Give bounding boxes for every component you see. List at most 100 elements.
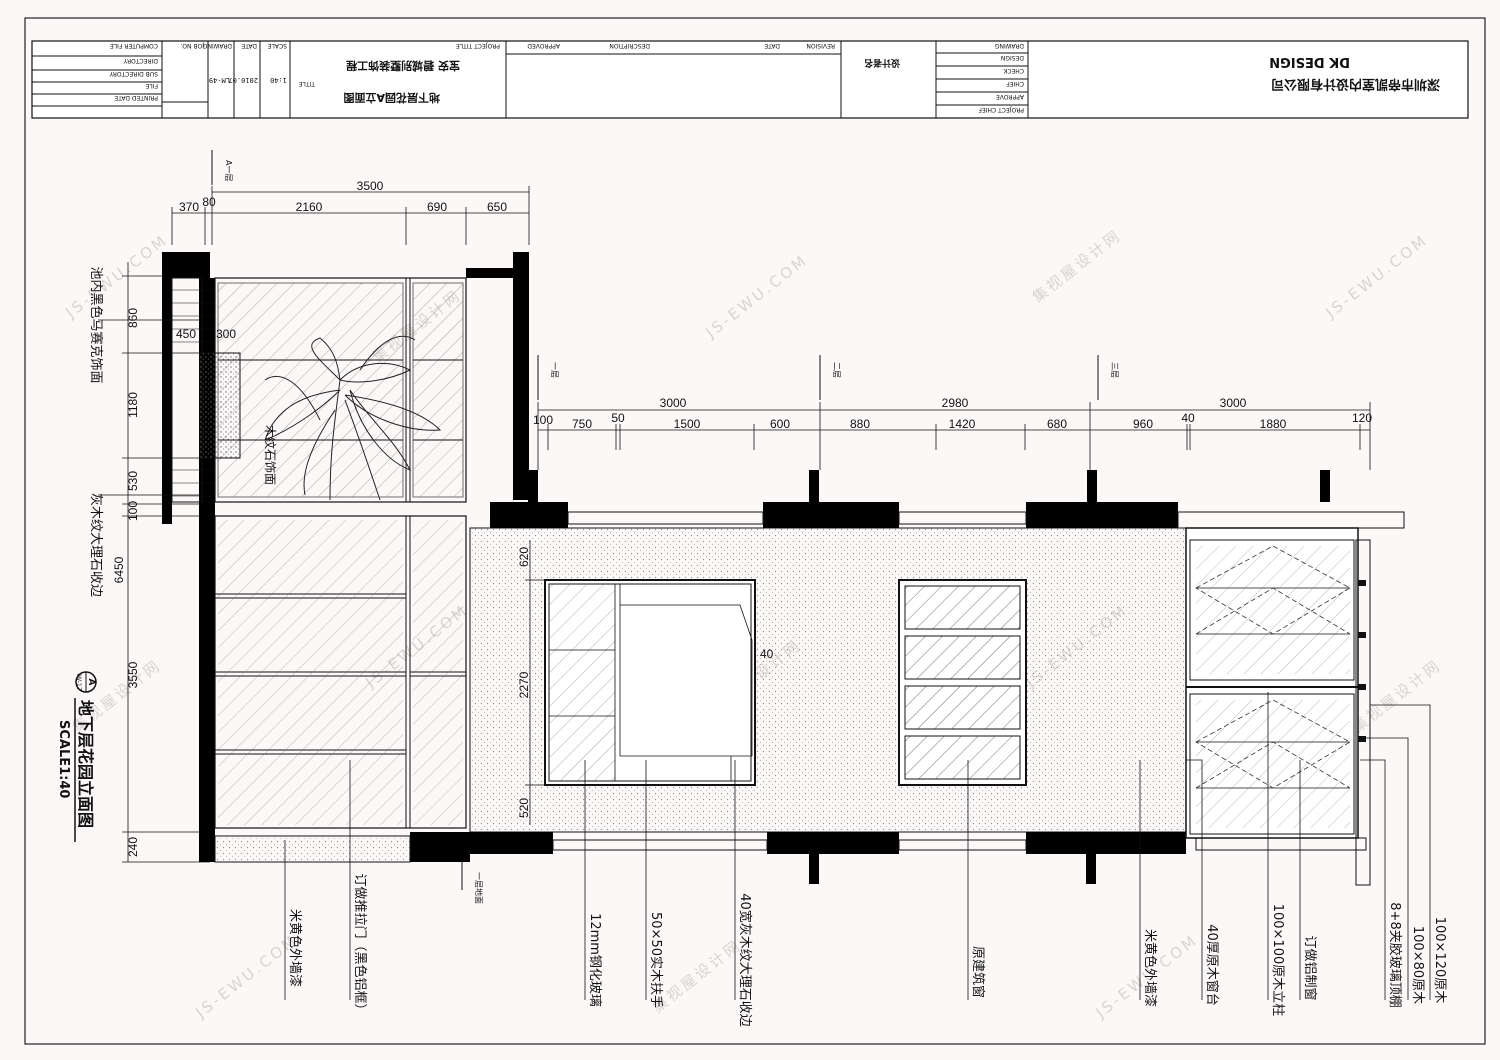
dim-80: 80 bbox=[202, 195, 216, 209]
dim-g3-1880: 1880 bbox=[1260, 417, 1287, 431]
bottom-label-11: 100×80原木 bbox=[1410, 926, 1425, 1004]
drawing-no-value: LM-49 bbox=[209, 76, 230, 84]
dim-g1-100: 100 bbox=[533, 413, 553, 427]
revision-label: REVISION bbox=[806, 42, 835, 49]
scale-value: 1:40 bbox=[270, 76, 287, 84]
caption-scale: SCALE1:40 bbox=[56, 720, 71, 798]
file-0: COMPUTER FILE bbox=[110, 42, 158, 49]
right-elevation: 3000 100 750 50 1500 600 2980 880 1420 6… bbox=[211, 150, 1405, 904]
project-name: 宝安 碧城别墅装饰工程 bbox=[346, 59, 460, 73]
bottom-label-6: 米黄色外墙漆 bbox=[1142, 929, 1158, 1007]
role-5: DRAWING bbox=[994, 42, 1024, 49]
dim-2160: 2160 bbox=[296, 200, 323, 214]
file-4: PRINTED DATE bbox=[114, 94, 158, 101]
dim-v-100: 100 bbox=[126, 501, 140, 521]
left-elevation: 3500 370 80 2160 690 650 860 1180 530 10… bbox=[112, 179, 530, 863]
side-label-marble: 灰木纹大理石收边 bbox=[88, 493, 103, 597]
role-4: DESIGN bbox=[1001, 54, 1024, 61]
role-3: CHECK bbox=[1002, 67, 1024, 74]
revision-date: DATE bbox=[764, 42, 780, 49]
role-2: CHIEF bbox=[1006, 80, 1024, 87]
dim-450: 450 bbox=[176, 327, 196, 341]
axis-tag-a: A一层 bbox=[224, 160, 233, 181]
job-no-label: JOB NO. bbox=[181, 42, 205, 49]
dim-group3-total: 3000 bbox=[1220, 396, 1247, 410]
bottom-label-9: 订做铝制窗 bbox=[1302, 935, 1318, 1000]
drawing-caption: A IW-17 地下层花园立面图 SCALE1:40 bbox=[56, 671, 97, 842]
bottom-label-4: 40宽灰木纹大理石收边 bbox=[737, 893, 753, 1027]
title-block: 深圳市帝凯室内设计有限公司 DK DESIGN PROJECT CHIEF AP… bbox=[31, 40, 1469, 119]
dim-g1-600: 600 bbox=[770, 417, 790, 431]
caption-title: 地下层花园立面图 bbox=[76, 700, 95, 828]
plant-illustration bbox=[264, 335, 442, 501]
dim-g2-1420: 1420 bbox=[949, 417, 976, 431]
dim-g1-750: 750 bbox=[572, 417, 592, 431]
revision-approved: APPROVED bbox=[527, 42, 560, 49]
dim-r-620: 620 bbox=[517, 547, 531, 567]
bottom-label-8: 100×100原木立柱 bbox=[1270, 904, 1285, 1017]
dim-g3-40: 40 bbox=[1181, 411, 1195, 425]
dim-r-520: 520 bbox=[517, 798, 531, 818]
axis-tag-2: 二层 bbox=[832, 362, 841, 378]
marble-panel bbox=[199, 352, 241, 459]
dim-group1-total: 3000 bbox=[660, 396, 687, 410]
watermark-text: 集视屋设计网 bbox=[1029, 226, 1125, 307]
dim-g3-960: 960 bbox=[1133, 417, 1153, 431]
leader-lines bbox=[284, 692, 1431, 1000]
dim-v-1180: 1180 bbox=[126, 392, 140, 418]
sheet-border bbox=[24, 17, 1486, 1045]
dim-690: 690 bbox=[427, 200, 447, 214]
bottom-label-5: 原建筑窗 bbox=[970, 946, 986, 998]
bottom-label-3: 50×50实木扶手 bbox=[648, 912, 663, 1008]
file-3: FILE bbox=[145, 82, 158, 89]
dim-g2-880: 880 bbox=[850, 417, 870, 431]
date-label: DATE bbox=[241, 42, 257, 49]
role-0: PROJECT CHIEF bbox=[978, 106, 1024, 113]
dim-v-860: 860 bbox=[126, 308, 140, 328]
dim-g2-680: 680 bbox=[1047, 417, 1067, 431]
dim-g1-50: 50 bbox=[611, 411, 625, 425]
file-1: DIRECTORY bbox=[123, 57, 158, 64]
watermark-text: 集视屋设计网 bbox=[1349, 656, 1445, 737]
axis-tag-ground: 一层地面 bbox=[474, 872, 484, 904]
dim-v-530: 530 bbox=[126, 471, 140, 491]
file-2: SUB DIRECTORY bbox=[109, 70, 158, 77]
company-en: DK DESIGN bbox=[1269, 54, 1350, 69]
dim-v-6450: 6450 bbox=[112, 556, 126, 583]
dim-v-240: 240 bbox=[126, 837, 140, 857]
scale-label: SCALE bbox=[268, 42, 287, 49]
caption-tag-letter: A bbox=[86, 679, 96, 686]
drawing-no-label: DRAWING bbox=[202, 42, 232, 49]
bottom-label-12: 100×120原木 bbox=[1432, 917, 1447, 1004]
dim-window-40: 40 bbox=[760, 647, 774, 661]
side-label-wood-stone: 木纹石饰面 bbox=[263, 425, 277, 485]
title-label: TITLE bbox=[299, 80, 316, 87]
dim-r-2270: 2270 bbox=[517, 671, 531, 698]
role-1: APPROVE bbox=[996, 93, 1024, 100]
dim-650: 650 bbox=[487, 200, 507, 214]
watermark-text: JS-EWU.COM bbox=[701, 251, 811, 343]
dim-g1-1500: 1500 bbox=[674, 417, 701, 431]
dim-top-total: 3500 bbox=[357, 179, 384, 193]
drawing-title: 地下层花园A立面图 bbox=[343, 91, 440, 105]
dim-g3-120: 120 bbox=[1352, 411, 1372, 425]
company-name: 深圳市帝凯室内设计有限公司 bbox=[1271, 76, 1440, 92]
bottom-label-10: 8+8夹胶玻璃顶棚 bbox=[1387, 902, 1403, 1007]
dim-v-3550: 3550 bbox=[126, 661, 140, 688]
dim-300: 300 bbox=[216, 327, 236, 341]
project-title-label: PROJECT TITLE bbox=[456, 42, 500, 49]
side-label-mosaic: 池内黑色马赛克饰面 bbox=[88, 266, 104, 383]
bottom-label-1: 订做推拉门（黑色铝框） bbox=[352, 873, 368, 1016]
designer-name: 设计者名 bbox=[864, 57, 900, 69]
axis-tag-1: 一层 bbox=[550, 362, 559, 378]
bottom-label-0: 米黄色外墙漆 bbox=[287, 909, 303, 987]
date-value: 2010.07 bbox=[228, 76, 258, 84]
dim-group2-total: 2980 bbox=[942, 396, 969, 410]
bottom-label-7: 40厚原木窗台 bbox=[1204, 924, 1220, 1006]
watermark-text: JS-EWU.COM bbox=[1321, 231, 1431, 323]
caption-tag-sheet: IW-17 bbox=[75, 673, 82, 690]
axis-tag-3: 三层 bbox=[1110, 362, 1119, 378]
bottom-label-2: 12mm钢化玻璃 bbox=[587, 913, 602, 1007]
dim-370: 370 bbox=[179, 200, 199, 214]
